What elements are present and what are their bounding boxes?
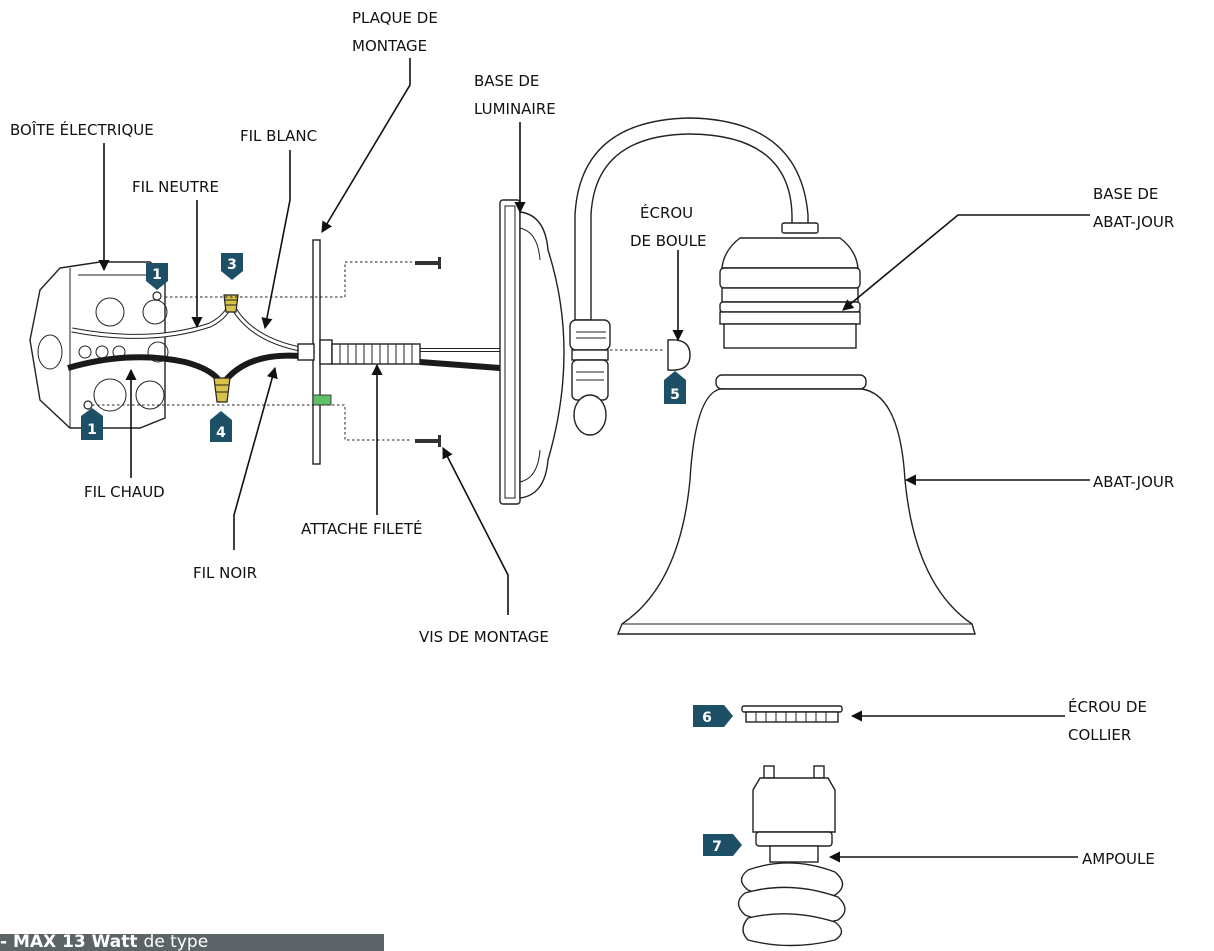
wattage-note-suffix: de type (143, 934, 209, 951)
label-ampoule: AMPOULE (1082, 850, 1155, 868)
electrical-box (29, 261, 169, 429)
badge-3: 3 (221, 253, 243, 280)
label-ecrou-boule-line1: ÉCROU (640, 203, 693, 222)
fixture-arm (569, 117, 809, 436)
label-plaque-line1: PLAQUE DE (352, 9, 438, 27)
wattage-note-prefix: - MAX 13 Watt (0, 934, 138, 951)
leader-lines (98, 58, 1090, 863)
svg-text:4: 4 (216, 425, 226, 441)
label-abat-jour: ABAT-JOUR (1093, 473, 1174, 491)
label-base-abat-jour-line2: ABAT-JOUR (1093, 213, 1174, 231)
mounting-screw-bottom (415, 435, 441, 447)
guide-lines (92, 261, 665, 441)
wire-nut-top (223, 294, 239, 313)
label-fil-chaud: FIL CHAUD (84, 483, 165, 501)
svg-text:6: 6 (702, 710, 712, 726)
badge-5: 5 (664, 371, 686, 404)
ball-nut (667, 339, 691, 371)
svg-text:3: 3 (227, 257, 237, 273)
svg-text:7: 7 (712, 839, 722, 855)
badge-4: 4 (210, 411, 232, 442)
mounting-screw-top (415, 257, 441, 269)
label-ecrou-collier-line1: ÉCROU DE (1068, 697, 1147, 716)
wire-nut-bottom (213, 377, 231, 403)
label-ecrou-collier-line2: COLLIER (1068, 726, 1131, 744)
svg-text:1: 1 (87, 422, 97, 438)
collar-nut (741, 705, 843, 723)
label-base-abat-jour-line1: BASE DE (1093, 185, 1158, 203)
label-attache-filete: ATTACHE FILETÉ (301, 519, 423, 538)
badge-6: 6 (693, 705, 733, 727)
shade-holder (719, 222, 861, 349)
badge-1-top: 1 (146, 263, 168, 290)
label-fil-noir: FIL NOIR (193, 564, 257, 582)
label-fil-neutre: FIL NEUTRE (132, 178, 219, 196)
wattage-note: - MAX 13 Watt de type (0, 934, 384, 951)
fixture-backplate (499, 199, 565, 505)
svg-text:1: 1 (152, 267, 162, 283)
badge-7: 7 (703, 834, 742, 856)
lamp-shade (616, 374, 976, 635)
bulb (737, 765, 846, 947)
label-vis-de-montage: VIS DE MONTAGE (419, 628, 549, 646)
svg-text:5: 5 (670, 387, 680, 403)
label-plaque-line2: MONTAGE (352, 37, 427, 55)
label-base-luminaire-line1: BASE DE (474, 72, 539, 90)
label-base-luminaire-line2: LUMINAIRE (474, 100, 556, 118)
label-boite-electrique: BOÎTE ÉLECTRIQUE (10, 120, 154, 139)
label-ecrou-boule-line2: DE BOULE (630, 232, 706, 250)
label-fil-blanc: FIL BLANC (240, 127, 317, 145)
badge-1-bottom: 1 (81, 408, 103, 440)
fixture-wires (419, 348, 501, 371)
